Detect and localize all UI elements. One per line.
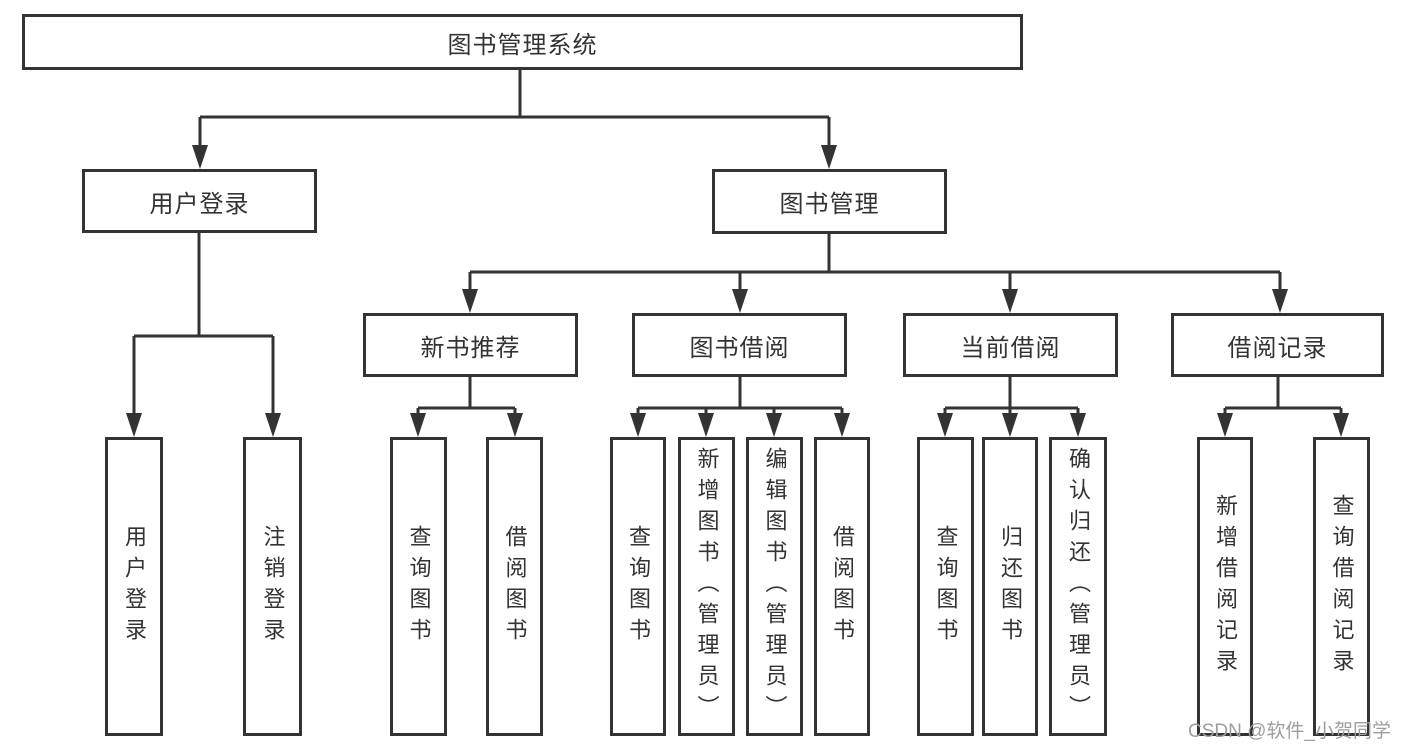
node-user-login-branch: 用户登录 (82, 169, 317, 233)
leaf-currentborrow-confirm-return-admin: 确认归还（管理员） (1049, 437, 1107, 736)
leaf-bookborrow-edit-books-admin: 编辑图书（管理员） (746, 437, 803, 736)
leaf-currentborrow-query-books: 查询图书 (917, 437, 974, 736)
leaf-bookborrow-add-books-admin: 新增图书（管理员） (678, 437, 735, 736)
node-borrow-records: 借阅记录 (1171, 313, 1384, 377)
leaf-logout: 注销登录 (243, 437, 302, 736)
leaf-bookborrow-query-books: 查询图书 (610, 437, 666, 736)
node-book-management: 图书管理 (712, 169, 947, 234)
node-current-borrow: 当前借阅 (903, 313, 1118, 377)
csdn-watermark: CSDN @软件_小贺同学 (1188, 721, 1391, 742)
node-library-management-system: 图书管理系统 (22, 14, 1023, 70)
leaf-records-query-borrow-record: 查询借阅记录 (1313, 437, 1370, 736)
leaf-records-add-borrow-record: 新增借阅记录 (1197, 437, 1253, 736)
leaf-bookborrow-borrow-books: 借阅图书 (814, 437, 870, 736)
leaf-currentborrow-return-books: 归还图书 (982, 437, 1038, 736)
node-new-book-recommend: 新书推荐 (363, 313, 578, 377)
leaf-newbookrec-query-books: 查询图书 (390, 437, 447, 736)
leaf-newbookrec-borrow-books: 借阅图书 (486, 437, 543, 736)
leaf-user-login: 用户登录 (105, 437, 163, 736)
node-book-borrow: 图书借阅 (632, 313, 847, 377)
